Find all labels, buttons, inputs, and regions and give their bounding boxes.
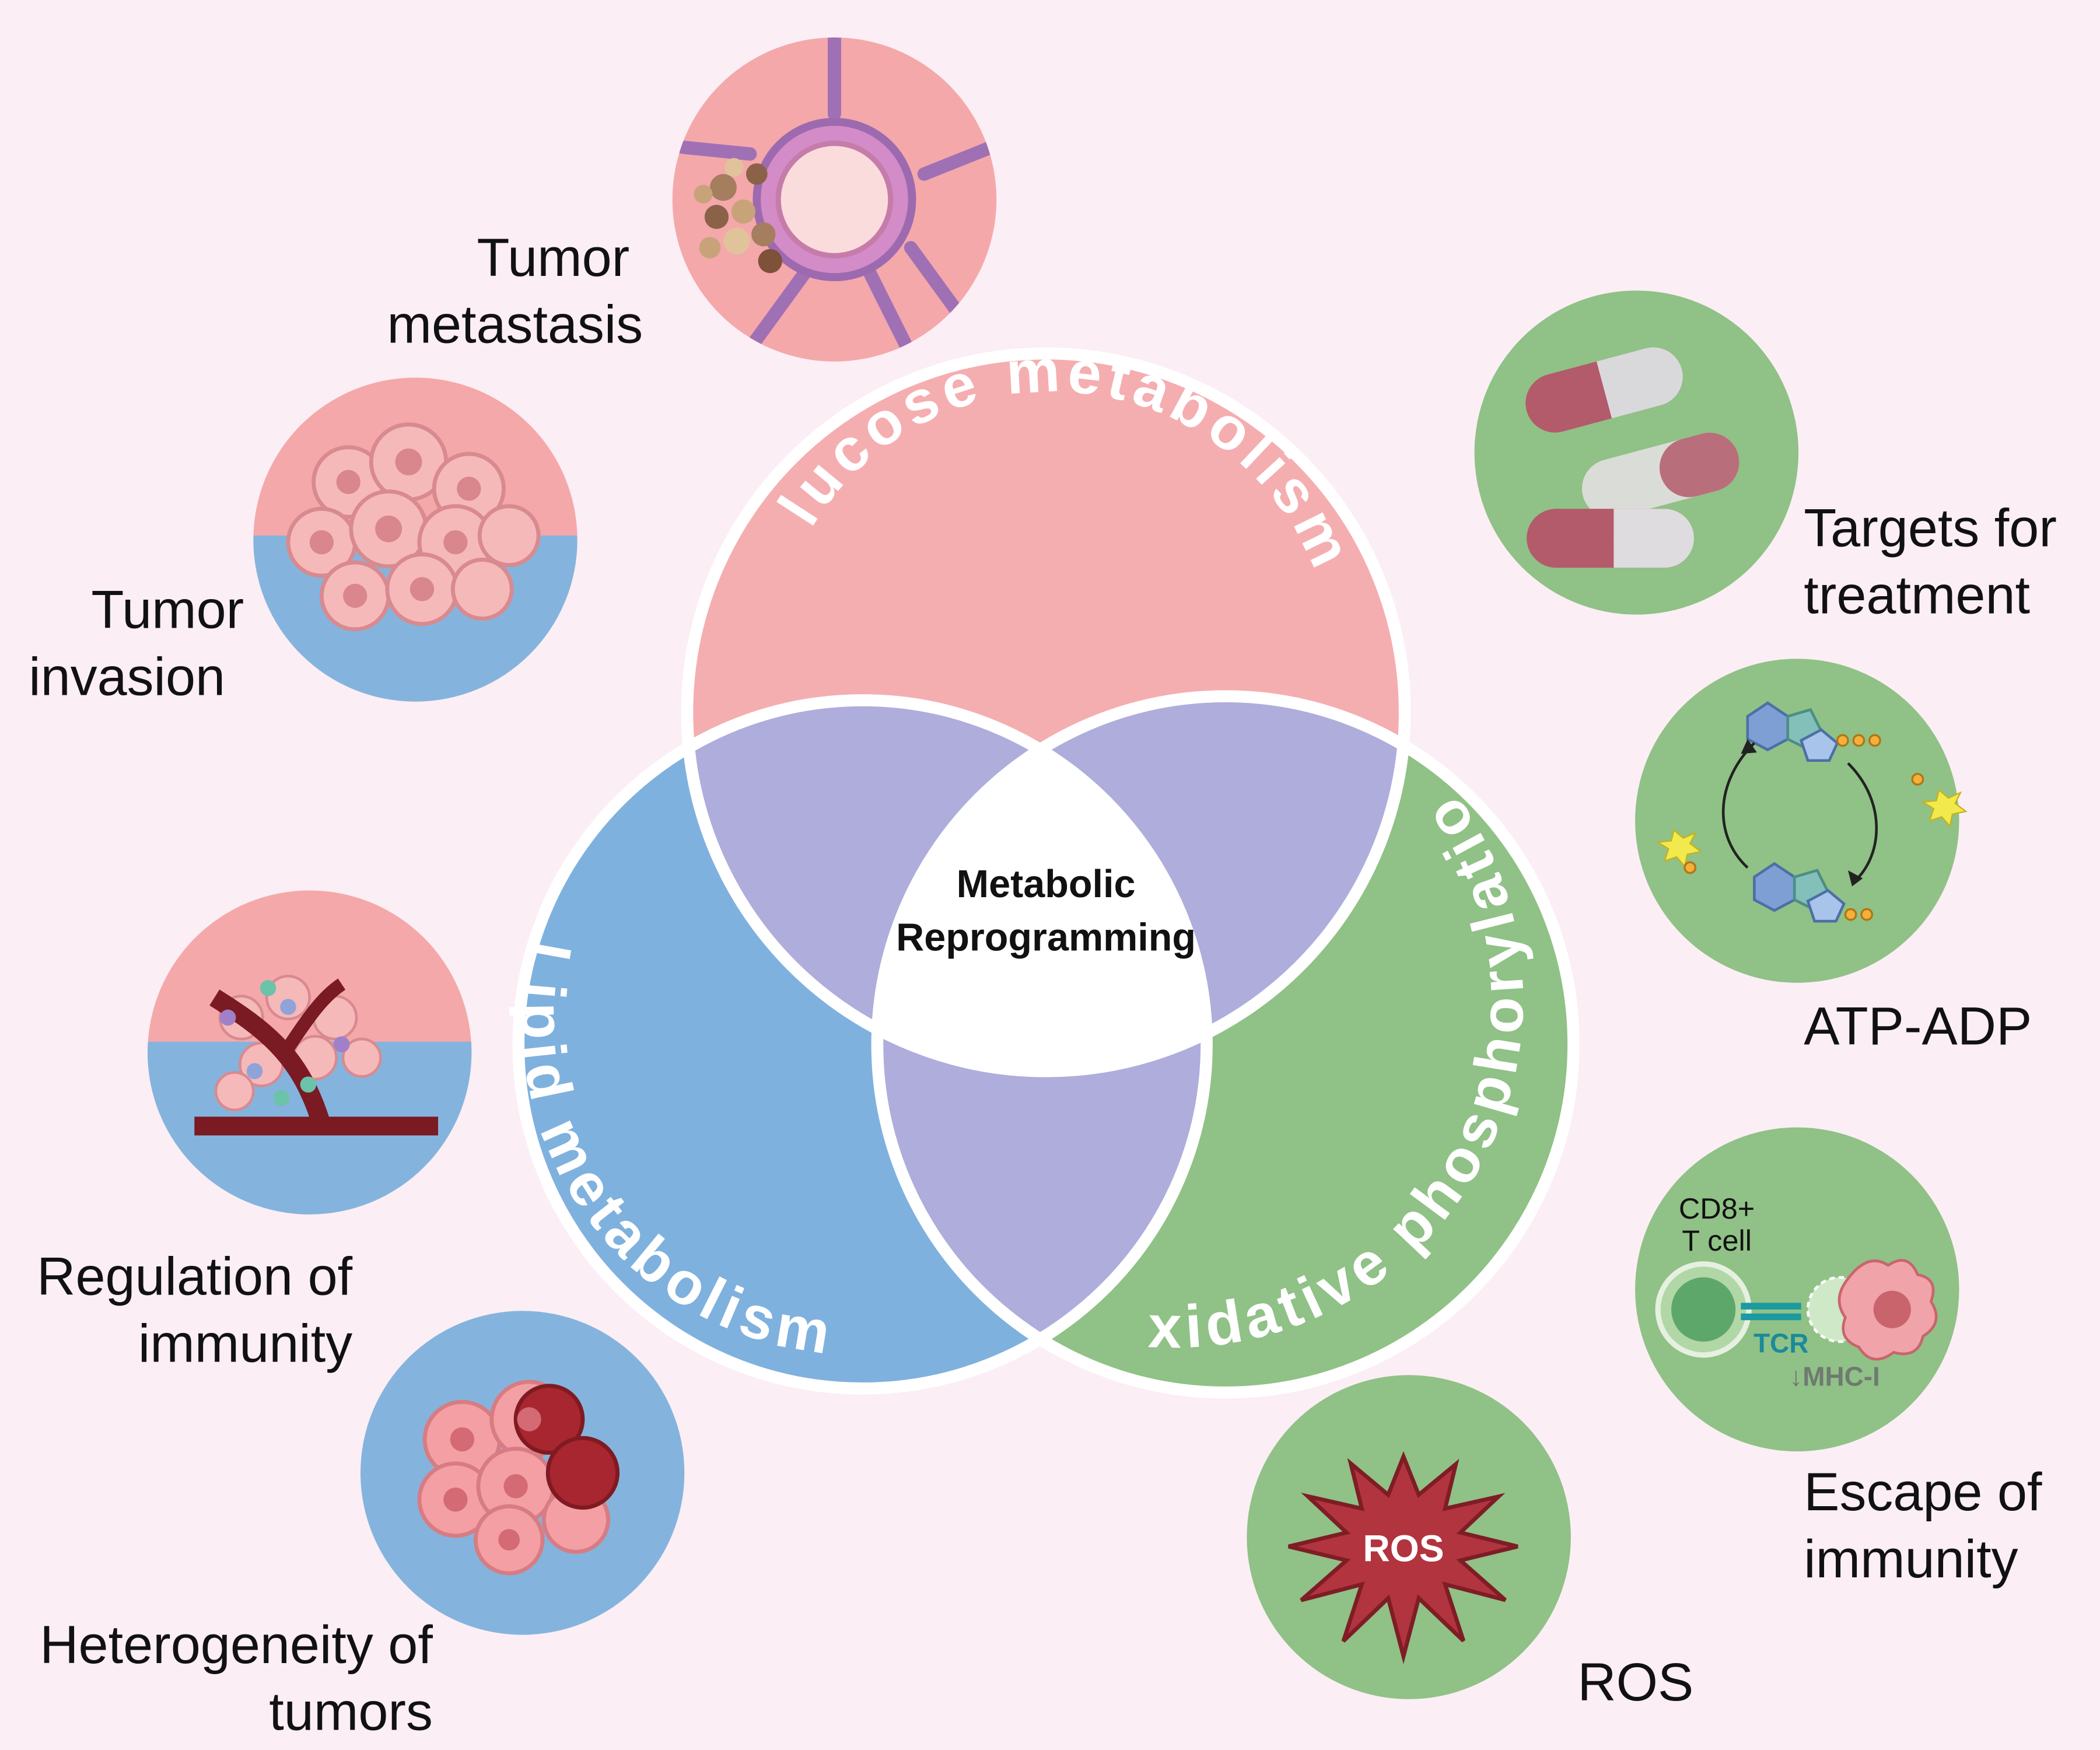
treatment-label-line1: Targets for — [1804, 498, 2057, 558]
immunity-regulation-label-line2: immunity — [138, 1314, 352, 1373]
escape-label-line1: Escape of — [1804, 1462, 2042, 1522]
treatment-label-line2: treatment — [1804, 565, 2030, 625]
ros-burst-icon: ROS — [1247, 1375, 1571, 1699]
heterogeneous-cells-icon — [360, 1311, 685, 1635]
heterogeneity-label-line2: tumors — [269, 1682, 433, 1742]
invasion-satellite: Tumor invasion — [29, 377, 578, 706]
invasion-label-line1: Tumor — [91, 580, 244, 640]
metastasis-satellite: Tumor metastasis — [387, 37, 997, 362]
glucose-outline — [681, 347, 1411, 1077]
immunity-regulation-satellite: Regulation of immunity — [37, 890, 472, 1373]
center-region — [877, 700, 1207, 1072]
vessel-immune-cells-icon — [147, 890, 472, 1214]
oxidative-outline — [871, 690, 1580, 1399]
ros-satellite: ROS ROS — [1247, 1375, 1693, 1712]
cd8-label-line1: CD8+ — [1679, 1192, 1755, 1225]
immunity-regulation-label-line1: Regulation of — [37, 1247, 352, 1307]
tcr-label: TCR — [1754, 1328, 1808, 1358]
heterogeneity-satellite: Heterogeneity of tumors — [40, 1311, 685, 1742]
pill-capsules-icon — [1474, 290, 1799, 615]
cell-cluster-invasion-icon — [253, 377, 578, 702]
metastasis-label-line1: Tumor — [477, 228, 629, 288]
treatment-satellite: Targets for treatment — [1474, 290, 2057, 625]
atp-satellite: ATP-ADP — [1635, 659, 2032, 1056]
cd8-label-line2: T cell — [1682, 1224, 1752, 1257]
center-title-line1: Metabolic — [957, 863, 1136, 906]
escape-satellite: CD8+ T cell TCR ↓MHC-I Escape of immunit… — [1635, 1127, 2042, 1589]
atp-label: ATP-ADP — [1804, 996, 2032, 1056]
t-cell-tumor-icon: CD8+ T cell TCR ↓MHC-I — [1635, 1127, 1959, 1452]
ros-badge: ROS — [1363, 1527, 1444, 1569]
mhc-label: ↓MHC-I — [1789, 1362, 1880, 1392]
atp-adp-cycle-icon — [1635, 659, 1968, 983]
cancer-cell-cluster — [694, 158, 782, 274]
invasion-label-line2: invasion — [29, 647, 225, 706]
escape-label-line2: immunity — [1804, 1530, 2018, 1589]
ros-label: ROS — [1577, 1653, 1693, 1712]
blood-vessel-metastasis-icon — [672, 37, 997, 362]
metastasis-label-line2: metastasis — [387, 295, 643, 355]
center-title-line2: Reprogramming — [896, 916, 1196, 960]
heterogeneity-label-line1: Heterogeneity of — [40, 1615, 433, 1675]
lipid-outline — [512, 694, 1213, 1395]
